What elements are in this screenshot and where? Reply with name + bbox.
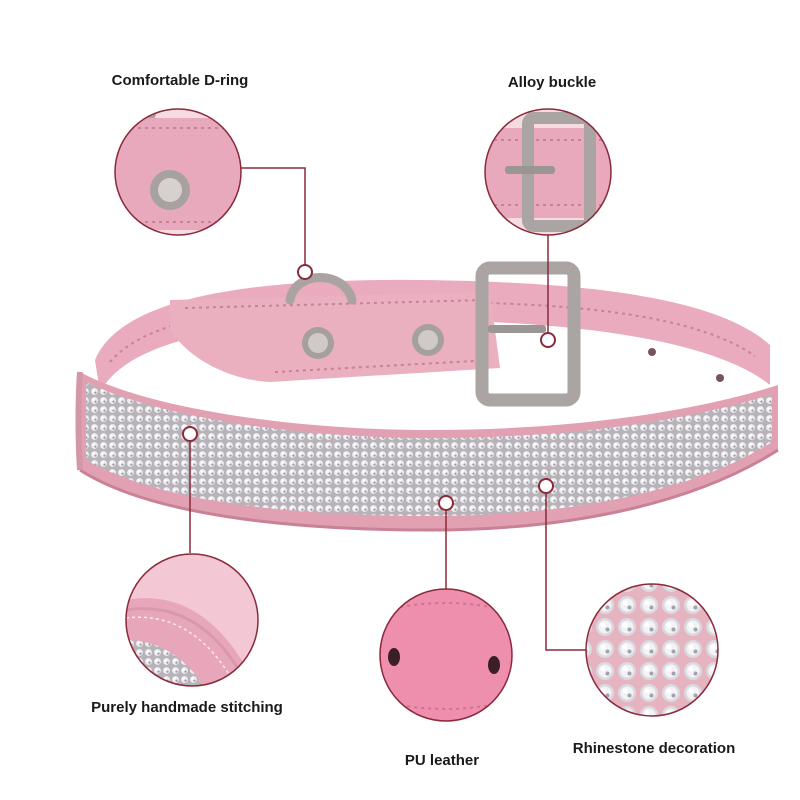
stitching-closeup-border <box>125 553 259 687</box>
callout-line-d-ring <box>240 167 306 270</box>
d-ring-closeup-icon <box>115 109 241 235</box>
label-rhinestone: Rhinestone decoration <box>572 740 736 757</box>
collar-strap <box>170 292 500 382</box>
callout-dot-leather <box>438 495 454 511</box>
label-d-ring: Comfortable D-ring <box>111 72 249 89</box>
callout-dots <box>182 264 556 511</box>
stitching-closeup-icon <box>126 554 258 686</box>
collar <box>75 261 779 532</box>
callout-line-rhinestone <box>545 486 586 651</box>
rivet-left-inner <box>308 333 328 353</box>
strap-hole <box>716 374 724 382</box>
callout-dot-buckle <box>540 332 556 348</box>
d-ring <box>285 273 357 305</box>
rhinestone-closeup-icon <box>586 584 718 716</box>
rivet-right-inner <box>418 330 438 350</box>
collar-front-edge <box>79 448 779 532</box>
d-ring-closeup-border <box>114 108 242 236</box>
rhinestone-strip <box>86 382 772 516</box>
buckle-prong <box>488 325 546 333</box>
leather-closeup-icon <box>380 589 512 721</box>
callout-dot-d-ring <box>297 264 313 280</box>
collar-strap-stitch <box>184 299 493 373</box>
callout-dot-stitching <box>182 426 198 442</box>
rhinestone-closeup-border <box>585 583 719 717</box>
buckle-closeup-icon <box>485 109 611 235</box>
label-leather: PU leather <box>404 752 480 769</box>
callout-dot-rhinestone <box>538 478 554 494</box>
collar-side-edge <box>75 371 83 471</box>
leather-closeup-border <box>379 588 513 722</box>
label-stitching: Purely handmade stitching <box>91 699 283 716</box>
callout-lines <box>189 167 586 651</box>
buckle-frame <box>475 261 581 407</box>
label-buckle: Alloy buckle <box>507 74 597 91</box>
buckle-closeup-border <box>484 108 612 236</box>
strap-hole <box>648 348 656 356</box>
